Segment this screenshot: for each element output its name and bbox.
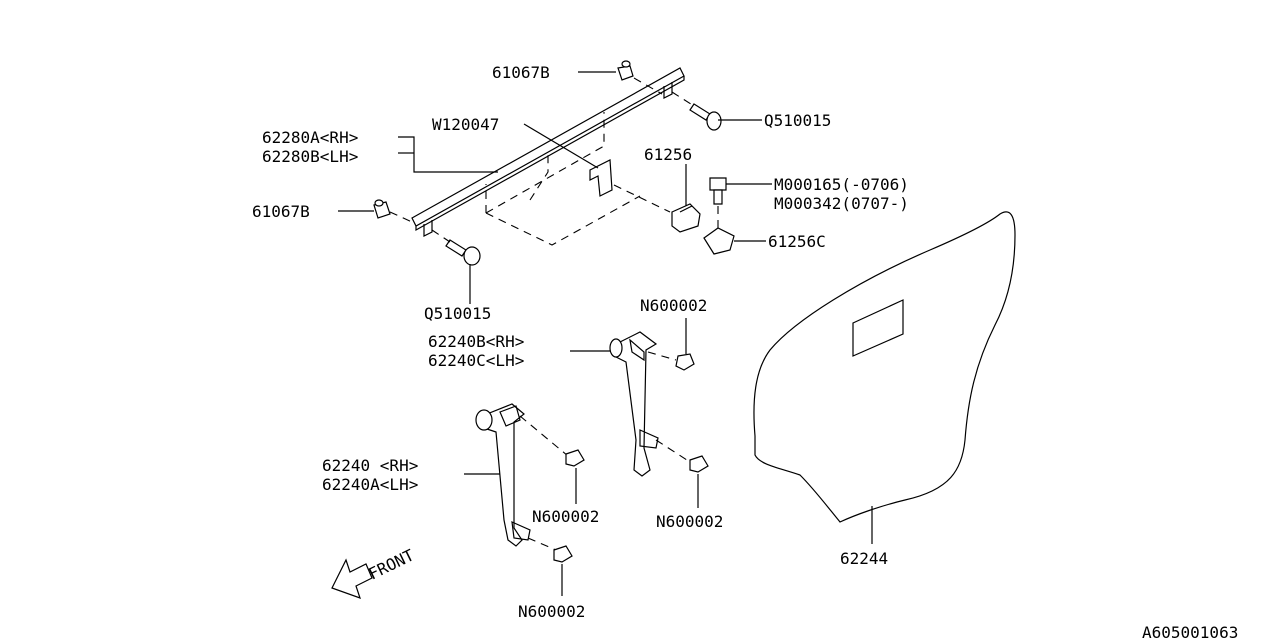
beltline-molding (411, 67, 685, 237)
door-glass (753, 211, 1016, 523)
label-stopper[interactable]: 61256 (644, 145, 692, 164)
label-nut-rear-middle[interactable]: N600002 (532, 507, 599, 526)
front-label: FRONT (365, 545, 417, 583)
label-stopper-c[interactable]: 61256C (768, 232, 826, 251)
label-nut-front-bottom[interactable]: N600002 (656, 512, 723, 531)
label-clip-left[interactable]: 61067B (252, 202, 310, 221)
stopper-61256 (671, 203, 701, 233)
nut-front-top (675, 353, 695, 371)
bolt-m000165 (709, 177, 727, 205)
label-bolt-bottom[interactable]: Q510015 (424, 304, 491, 323)
sash-front (609, 331, 659, 477)
weatherstrip-clip (589, 159, 613, 197)
label-clip-top[interactable]: 61067B (492, 63, 550, 82)
clip-61067b-left (373, 199, 391, 219)
label-sash-front-rh[interactable]: 62240B<RH> (428, 332, 524, 351)
bolt-q510015-right (689, 103, 722, 131)
nut-rear-bottom (553, 545, 573, 563)
label-nut-rear-bottom[interactable]: N600002 (518, 602, 585, 621)
leader-lines (338, 71, 873, 596)
label-bolt-m1[interactable]: M000165(-0706) (774, 175, 909, 194)
diagram-code: A605001063 (1142, 623, 1238, 640)
front-arrow-icon (331, 558, 373, 599)
stopper-61256c (703, 227, 735, 255)
nut-front-bottom (689, 455, 709, 473)
label-nut-front-top[interactable]: N600002 (640, 296, 707, 315)
label-sash-rear-rh[interactable]: 62240 <RH> (322, 456, 418, 475)
label-sash-rear-lh[interactable]: 62240A<LH> (322, 475, 418, 494)
label-glass[interactable]: 62244 (840, 549, 888, 568)
label-bolt-m2[interactable]: M000342(0707-) (774, 194, 909, 213)
label-weatherstrip[interactable]: W120047 (432, 115, 499, 134)
label-molding-rh[interactable]: 62280A<RH> (262, 128, 358, 147)
label-sash-front-lh[interactable]: 62240C<LH> (428, 351, 524, 370)
label-molding-lh[interactable]: 62280B<LH> (262, 147, 358, 166)
clip-61067b-top (617, 60, 634, 81)
sash-rear (475, 403, 531, 547)
bolt-q510015-bottom (445, 239, 481, 266)
label-bolt-right[interactable]: Q510015 (764, 111, 831, 130)
nut-rear-middle (565, 449, 585, 467)
